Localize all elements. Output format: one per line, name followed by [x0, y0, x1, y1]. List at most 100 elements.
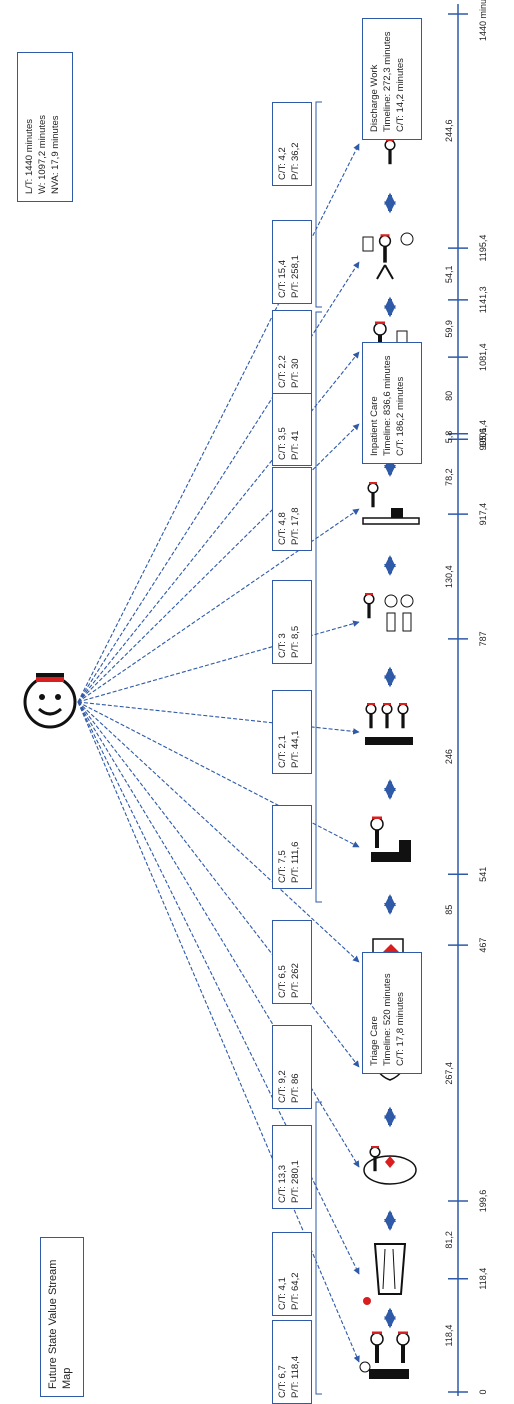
segment-label: 54,1: [444, 266, 454, 284]
phase-box-inpatient-care: Inpatient Care Timeline: 836,6 minutes C…: [362, 342, 422, 464]
tick-label: 0: [478, 1389, 488, 1394]
step-ct: C/T: 3,5: [276, 388, 289, 460]
step-pt: P/T: 262: [289, 926, 302, 998]
phase-brackets: [316, 102, 322, 1394]
timeline-axis: [440, 0, 514, 1402]
segment-label: 85: [444, 905, 454, 915]
total-lead-time: L/T: 1440 minutes: [23, 60, 36, 194]
phase-title: Discharge Work: [368, 26, 381, 132]
tick-label: 541: [478, 867, 488, 882]
tick-label: 917,4: [478, 503, 488, 526]
triage-cabinet-icon: [355, 1239, 425, 1309]
step-ct: C/T: 6,7: [276, 1326, 289, 1398]
step-pt: P/T: 17,8: [289, 473, 302, 545]
tick-label: 467: [478, 938, 488, 953]
patient-face-icon: [15, 658, 85, 746]
tick-label: 1440 minutes: [478, 0, 488, 41]
phase-bracket: [316, 102, 322, 307]
tick-label: 118,4: [478, 1268, 488, 1290]
step-pt: P/T: 64,2: [289, 1238, 302, 1310]
connector-line: [78, 424, 359, 702]
step-pt: P/T: 44,1: [289, 696, 302, 768]
step-pt: P/T: 86: [289, 1031, 302, 1103]
step-ct: C/T: 7,5: [276, 811, 289, 883]
tick-label: 1141,3: [478, 286, 488, 313]
total-nva: NVA: 17,9 minutes: [49, 60, 62, 194]
step-pt: P/T: 111,6: [289, 811, 302, 883]
tick-label: 1195,4: [478, 235, 488, 262]
segment-label: 118,4: [444, 1325, 454, 1347]
step-ct: C/T: 13,3: [276, 1131, 289, 1203]
connector-line: [78, 702, 359, 1362]
segment-label: 130,4: [444, 565, 454, 588]
step-ct: C/T: 4,8: [276, 473, 289, 545]
map-title-text: Future State Value Stream Map: [47, 1260, 73, 1389]
step-ct: C/T: 4,1: [276, 1238, 289, 1310]
phase-bracket: [316, 312, 322, 902]
phase-ct: C/T: 186,2 minutes: [394, 350, 407, 456]
tick-label: 1001,4: [478, 420, 488, 448]
connector-line: [78, 144, 359, 702]
phase-timeline: Timeline: 836,6 minutes: [381, 350, 394, 456]
map-title: Future State Value Stream Map: [40, 1237, 84, 1397]
connector-line: [78, 702, 359, 847]
segment-label: 5,8: [444, 431, 454, 444]
segment-label: 246: [444, 749, 454, 764]
step-ct: C/T: 4,2: [276, 108, 289, 180]
total-waiting: W: 1097,2 minutes: [36, 60, 49, 194]
segment-label: 80: [444, 391, 454, 401]
connector-line: [78, 352, 359, 702]
phone-consult-icon: [355, 587, 425, 657]
care-team-icon: [355, 697, 425, 767]
connector-line: [78, 702, 359, 1274]
segment-label: 81,2: [444, 1231, 454, 1249]
step-ct: C/T: 9,2: [276, 1031, 289, 1103]
totals-box: L/T: 1440 minutes W: 1097,2 minutes NVA:…: [17, 52, 73, 202]
step-pt: P/T: 36,2: [289, 108, 302, 180]
connector-line: [78, 622, 359, 702]
segment-label: 59,9: [444, 320, 454, 338]
phase-title: Inpatient Care: [368, 350, 381, 456]
tick-label: 1081,4: [478, 343, 488, 371]
connector-line: [78, 702, 359, 1167]
segment-label: 244,6: [444, 119, 454, 142]
step-pt: P/T: 258,1: [289, 226, 302, 298]
connector-line: [78, 262, 359, 702]
patient-reception-icon: [355, 1327, 425, 1397]
segment-label: 78,2: [444, 468, 454, 486]
step-pt: P/T: 30: [289, 316, 302, 388]
planning-icon: [355, 227, 425, 297]
connector-line: [78, 702, 359, 1067]
step-pt: P/T: 41: [289, 388, 302, 460]
tick-label: 787: [478, 631, 488, 646]
step-pt: P/T: 280,1: [289, 1131, 302, 1203]
segment-label: 267,4: [444, 1062, 454, 1085]
step-ct: C/T: 3: [276, 586, 289, 658]
step-pt: P/T: 118,4: [289, 1326, 302, 1398]
step-ct: C/T: 15,4: [276, 226, 289, 298]
phase-timeline: Timeline: 272,3 minutes: [381, 26, 394, 132]
phase-box-discharge-work: Discharge Work Timeline: 272,3 minutes C…: [362, 18, 422, 140]
connector-line: [78, 702, 359, 732]
phase-bracket: [316, 1102, 322, 1394]
step-ct: C/T: 2,2: [276, 316, 289, 388]
patient-connector-lines: [78, 144, 359, 1362]
connector-line: [78, 702, 359, 962]
desk-admin-icon: [355, 474, 425, 544]
step-pt: P/T: 8,5: [289, 586, 302, 658]
ecg-exam-icon: [355, 1132, 425, 1202]
